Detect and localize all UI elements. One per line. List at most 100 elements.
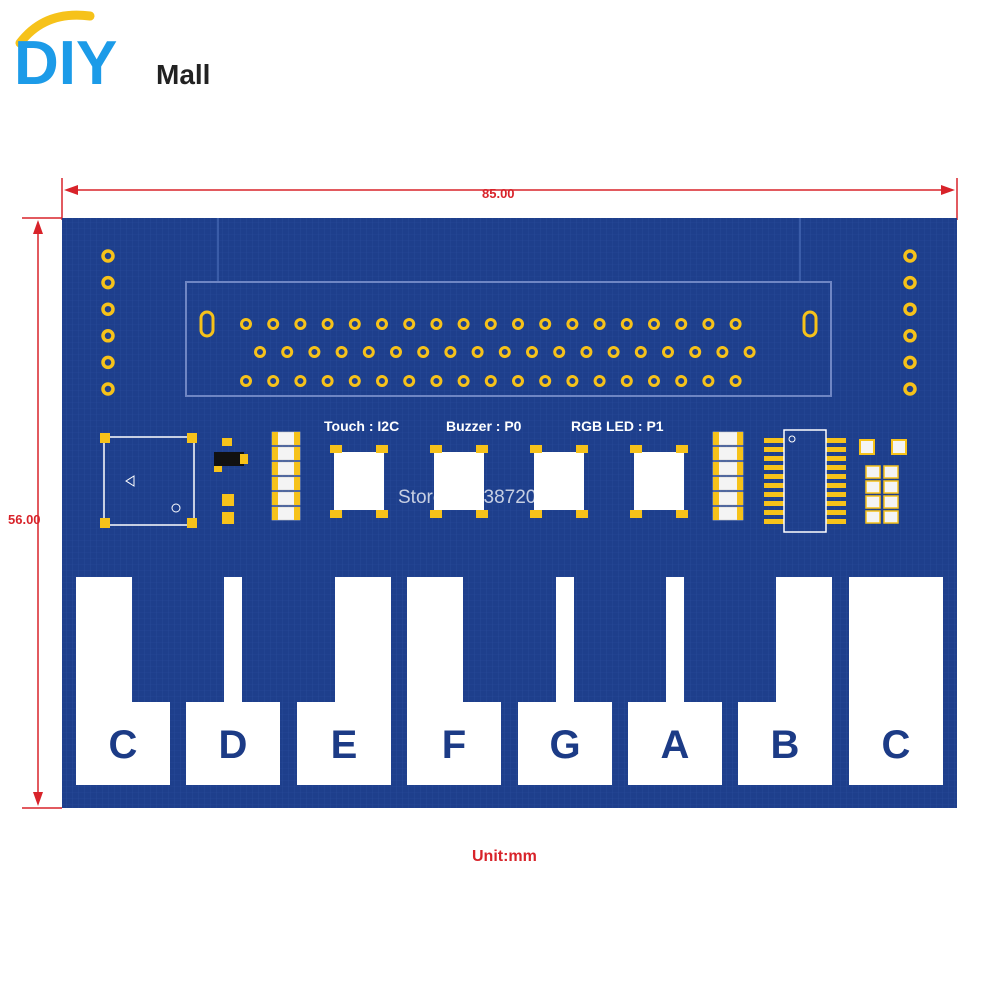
connector-pin (240, 375, 252, 387)
piano-keys (76, 577, 943, 785)
key-label-b: B (770, 723, 800, 767)
header-pin (903, 249, 917, 263)
connector-pin (689, 346, 702, 358)
connector-pin (484, 318, 497, 330)
key-label-a: A (660, 723, 690, 767)
connector-pin (675, 318, 688, 330)
silk-rgb-led-label: RGB LED : P1 (571, 418, 664, 434)
key-label-c: C (881, 723, 911, 767)
piano-key (628, 577, 722, 785)
buzzer-footprint (100, 433, 197, 528)
connector-pin (444, 346, 457, 358)
connector-pin (484, 375, 497, 387)
connector-pin (308, 346, 321, 358)
logo-part2: Mall (156, 59, 210, 88)
store-watermark: Store No: 3872037 (398, 487, 558, 508)
transistor-footprint (214, 438, 248, 524)
connector-pin (526, 346, 538, 358)
connector-pin (729, 375, 742, 387)
header-pin (101, 302, 115, 316)
connector-pin (281, 346, 294, 358)
connector-pin (498, 346, 511, 358)
width-dimension-label: 85.00 (482, 186, 515, 201)
piano-key (186, 577, 280, 785)
header-pin (101, 275, 115, 290)
key-label-d: D (218, 723, 248, 767)
connector-pin (702, 318, 715, 330)
connector-pin (566, 318, 579, 330)
unit-label: Unit:mm (472, 848, 537, 865)
connector-pin (457, 318, 470, 330)
connector-pin (403, 375, 416, 387)
connector-pin (390, 346, 402, 358)
width-dimension (61, 178, 958, 220)
connector-pin (607, 346, 620, 358)
touch-sensor-pad (634, 452, 684, 510)
left-header-pins (101, 249, 115, 396)
header-pin (903, 355, 917, 370)
connector-pin (335, 346, 348, 358)
connector-pin (512, 318, 524, 330)
capacitor-array-right (859, 439, 907, 524)
connector-pin (267, 375, 280, 387)
connector-pin (348, 375, 361, 387)
connector-pin (648, 318, 660, 330)
logo-arc-icon (15, 10, 95, 48)
connector-pin (620, 318, 633, 330)
connector-pin (417, 346, 430, 358)
header-pin (101, 382, 115, 396)
touch-sensor-pad (434, 452, 484, 510)
touch-sensor-pad (534, 452, 584, 510)
piano-key (518, 577, 612, 785)
piano-key (849, 577, 943, 785)
connector-pin (620, 375, 633, 387)
silk-buzzer-label: Buzzer : P0 (446, 418, 522, 434)
height-dimension (22, 217, 62, 809)
key-label-e: E (330, 723, 358, 767)
touch-pad-row (330, 445, 688, 518)
header-pin (903, 329, 917, 343)
connector-pin-grid (240, 318, 756, 387)
connector-pin (348, 318, 361, 330)
resistor-array-left (271, 431, 301, 521)
key-label-f: F (441, 723, 467, 767)
right-header-pins (903, 249, 917, 396)
connector-pin (294, 375, 307, 387)
touch-sensor-pad (334, 452, 384, 510)
connector-pin (566, 375, 579, 387)
mount-hole-left-icon (199, 310, 215, 338)
connector-pin (267, 318, 280, 330)
header-pin (101, 249, 115, 263)
connector-pin (403, 318, 416, 330)
connector-pin (662, 346, 674, 358)
connector-pin (553, 346, 566, 358)
piano-key (76, 577, 170, 785)
header-pin (101, 329, 115, 343)
connector-pin (675, 375, 688, 387)
key-label-g: G (549, 723, 581, 767)
connector-pin (321, 375, 334, 387)
logo-part1: DIY (14, 29, 117, 88)
connector-pin (254, 346, 266, 358)
connector-pin (716, 346, 729, 358)
connector-pin (362, 346, 375, 358)
piano-key (738, 577, 832, 785)
connector-pin (648, 375, 660, 387)
connector-pin (430, 318, 443, 330)
connector-pin (240, 318, 252, 330)
height-dimension-label: 56.00 (8, 512, 41, 527)
key-label-c: C (108, 723, 138, 767)
piano-key (407, 577, 501, 785)
connector-pin (593, 318, 606, 330)
connector-pin (593, 375, 606, 387)
connector-pin (539, 375, 552, 387)
connector-pin (457, 375, 470, 387)
connector-pin (634, 346, 647, 358)
silk-touch-label: Touch : I2C (324, 418, 400, 434)
resistor-array-right (712, 431, 744, 521)
diymall-logo: DIY Mall (14, 10, 210, 88)
header-pin (903, 275, 917, 290)
header-pin (903, 302, 917, 316)
connector-pin (512, 375, 524, 387)
